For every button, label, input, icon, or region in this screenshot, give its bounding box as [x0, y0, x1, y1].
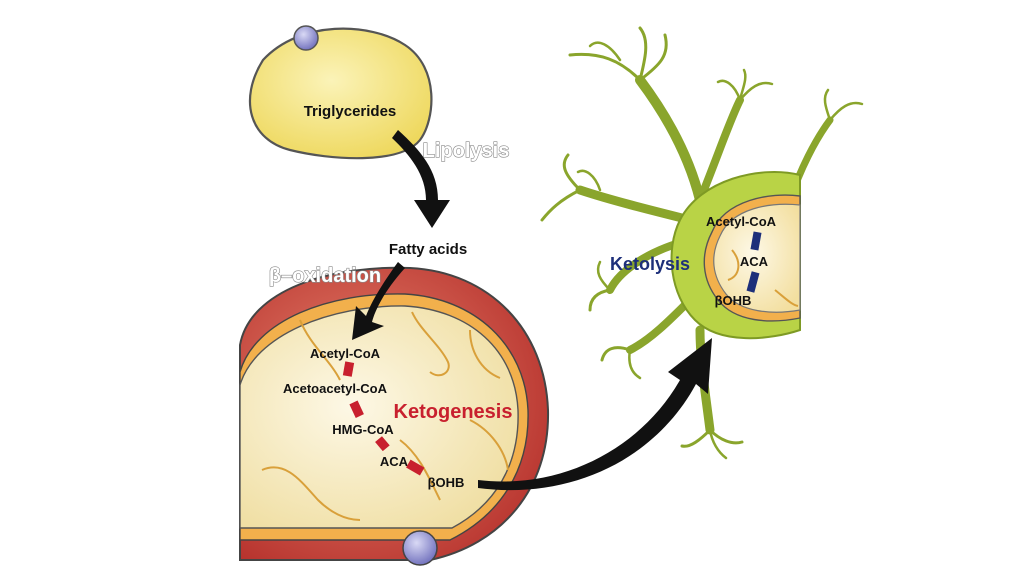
- hmg-coa-label: HMG-CoA: [332, 422, 394, 437]
- nucleus-icon: [293, 25, 319, 51]
- ketogenesis-step-marker: [342, 361, 355, 377]
- acetyl-coa-label: Acetyl-CoA: [310, 346, 381, 361]
- ketogenesis-label: Ketogenesis: [394, 401, 513, 423]
- ketogenesis-step-marker: [375, 436, 390, 452]
- neuron-bohb-label: βOHB: [715, 293, 752, 308]
- lipolysis-label: Lipolysis: [423, 140, 510, 162]
- aca-label: ACA: [380, 454, 409, 469]
- lipolysis-arrow-icon: [392, 130, 450, 228]
- acetoacetyl-coa-label: Acetoacetyl-CoA: [283, 381, 388, 396]
- transport-arrow-icon: [478, 338, 712, 491]
- fat-cell: Triglycerides: [248, 25, 433, 160]
- ketolysis-step-marker: [746, 271, 760, 293]
- ketogenesis-step-marker: [349, 400, 364, 418]
- triglycerides-label: Triglycerides: [304, 103, 397, 120]
- neuron-aca-label: ACA: [740, 254, 769, 269]
- mitochondrion: [239, 266, 550, 566]
- ketolysis-label: Ketolysis: [610, 254, 690, 274]
- ketolysis-step-marker: [750, 231, 762, 251]
- neuron-acetyl-coa-label: Acetyl-CoA: [706, 214, 777, 229]
- ketogenesis-step-marker: [406, 459, 425, 476]
- beta-oxidation-arrow-icon: [352, 262, 405, 340]
- fatty-acids-label: Fatty acids: [389, 241, 467, 258]
- bohb-label: βOHB: [428, 475, 465, 490]
- beta-oxidation-label: β–oxidation: [269, 265, 381, 287]
- nucleus-icon: [402, 530, 438, 566]
